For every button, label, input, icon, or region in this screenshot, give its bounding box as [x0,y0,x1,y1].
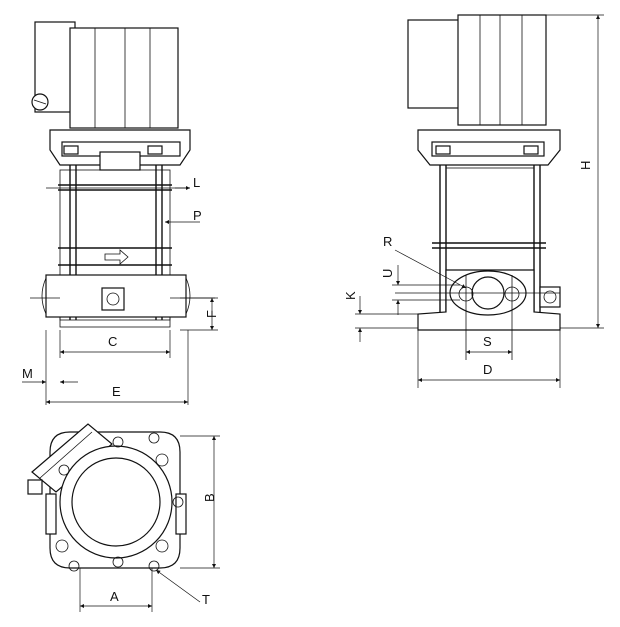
label-D: D [483,362,492,377]
label-K: K [343,291,358,300]
side-view: H R U K S D [343,14,604,388]
terminal-box-side [407,19,465,109]
motor-body [69,27,179,129]
pump-sleeve [59,169,171,321]
drain-plug-side [539,286,561,308]
flow-arrow-icon [104,249,129,265]
label-A: A [110,589,119,604]
terminal-box-top [31,423,113,493]
top-view: B A T [27,423,220,612]
label-E: E [112,384,121,399]
label-T: T [202,592,210,607]
label-S: S [483,334,492,349]
drain-plug [101,287,125,311]
label-P: P [193,208,202,223]
label-M: M [22,366,33,381]
motor-body-side [457,14,547,126]
label-B: B [202,493,217,502]
motor-circle-inner [71,457,161,547]
label-L: L [193,175,200,190]
label-H: H [578,161,593,170]
label-C: C [108,334,117,349]
front-view: L P F C M E [22,21,219,405]
label-R: R [383,234,392,249]
label-U: U [380,269,395,278]
label-F: F [204,310,219,318]
